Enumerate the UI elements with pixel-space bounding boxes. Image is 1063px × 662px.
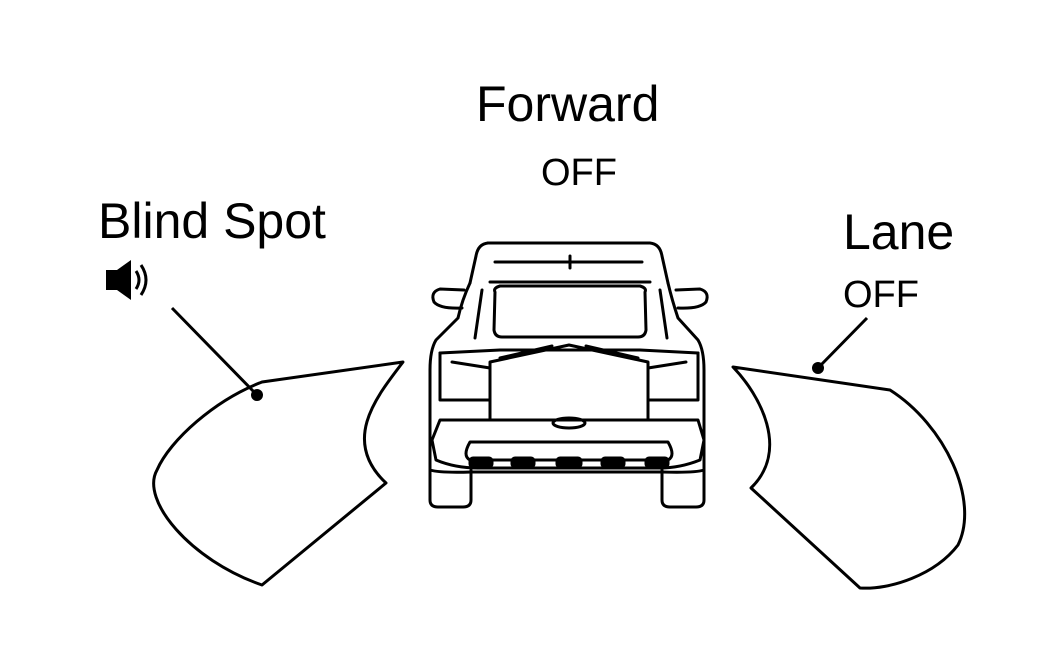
right-rear-tire	[660, 468, 706, 509]
bumper-slot-1	[468, 456, 494, 469]
forward-status: OFF	[541, 152, 617, 194]
blind-spot-title: Blind Spot	[98, 193, 326, 249]
blind-spot-zone	[152, 360, 405, 587]
lane-title: Lane	[843, 204, 955, 260]
car-rear-view	[428, 241, 709, 509]
bumper-slot-3	[555, 456, 583, 469]
left-mirror	[431, 287, 466, 310]
lane-status: OFF	[843, 274, 919, 316]
bumper-slot-4	[600, 456, 626, 469]
bumper-slot-5	[644, 456, 670, 469]
lane-leader-line	[816, 316, 869, 370]
rear-emblem	[551, 416, 587, 430]
lane-leader-dot	[812, 362, 824, 374]
forward-title: Forward	[476, 76, 660, 132]
lane-zone	[731, 365, 967, 590]
right-mirror	[674, 287, 709, 310]
blind-spot-leader-dot	[251, 389, 263, 401]
blind-spot-leader-line	[170, 306, 258, 396]
rear-window	[492, 284, 648, 339]
speaker-icon	[106, 260, 148, 300]
left-rear-tire	[428, 468, 473, 509]
bumper-slot-2	[510, 456, 536, 469]
